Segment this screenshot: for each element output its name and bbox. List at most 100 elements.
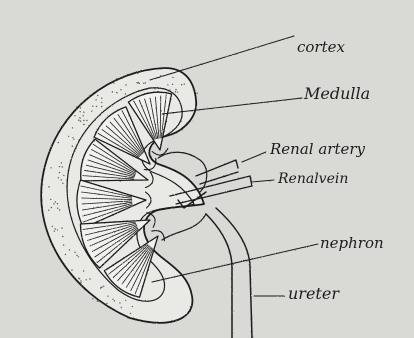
cortex-dot bbox=[51, 207, 52, 208]
cortex-dot bbox=[62, 166, 63, 167]
cortex-dot bbox=[83, 115, 84, 116]
cortex-dot bbox=[112, 299, 113, 300]
cortex-dot bbox=[62, 183, 63, 184]
cortex-dot bbox=[65, 254, 66, 255]
nephron-pointer bbox=[152, 244, 318, 282]
cortex-dot bbox=[57, 229, 58, 230]
cortex-dot bbox=[132, 306, 133, 307]
cortex-dot bbox=[62, 236, 63, 237]
cortex-dot bbox=[57, 203, 58, 204]
cortex-dot bbox=[113, 82, 114, 83]
cortex-dot bbox=[59, 166, 60, 167]
cortex-dot bbox=[139, 83, 140, 84]
cortex-dot bbox=[59, 172, 60, 173]
cortex-dot bbox=[83, 112, 84, 113]
cortex-dot bbox=[101, 102, 102, 103]
cortex-dot bbox=[112, 91, 113, 92]
cortex-dot bbox=[55, 201, 56, 202]
cortex-dot bbox=[172, 77, 173, 78]
cortex-dot bbox=[80, 282, 81, 283]
label-ureter: ureter bbox=[288, 286, 339, 302]
renal-artery-pointer bbox=[242, 152, 266, 162]
cortex-dot bbox=[51, 167, 52, 168]
cortex-dot bbox=[107, 296, 108, 297]
cortex-dot bbox=[91, 111, 92, 112]
cortex-dot bbox=[81, 285, 82, 286]
cortex-dot bbox=[130, 313, 131, 314]
cortex-dot bbox=[92, 106, 93, 107]
cortex-dot bbox=[145, 82, 146, 83]
cortex-dot bbox=[121, 307, 122, 308]
cortex-dot bbox=[114, 300, 115, 301]
cortex-dot bbox=[83, 120, 84, 121]
cortex-dot bbox=[193, 89, 194, 90]
cortex-dot bbox=[83, 124, 84, 125]
cortex-dot bbox=[175, 89, 176, 90]
cortex-dot bbox=[138, 82, 139, 83]
cortex-dot bbox=[63, 175, 64, 176]
cortex-dot bbox=[48, 210, 49, 211]
cortex-dot bbox=[181, 84, 182, 85]
cortex-dot bbox=[80, 111, 81, 112]
cortex-dot bbox=[86, 279, 87, 280]
cortex-dot bbox=[79, 278, 80, 279]
label-renal-vein: Renalvein bbox=[278, 172, 348, 186]
cortex-dot bbox=[76, 255, 77, 256]
cortex-dot bbox=[80, 280, 81, 281]
cortex-dot bbox=[168, 91, 169, 92]
cortex-dot bbox=[73, 139, 74, 140]
cortex-dot bbox=[172, 84, 173, 85]
cortex-dot bbox=[116, 78, 117, 79]
cortex-dot bbox=[74, 115, 75, 116]
cortex-dot bbox=[80, 107, 81, 108]
cortex-dot bbox=[63, 244, 64, 245]
cortex-dot bbox=[80, 120, 81, 121]
cortex-dot bbox=[72, 137, 73, 138]
cortex-dot bbox=[64, 264, 65, 265]
cortex-dot bbox=[57, 208, 58, 209]
label-medulla: Medulla bbox=[304, 86, 370, 102]
cortex-dot bbox=[74, 252, 75, 253]
cortex-dot bbox=[101, 106, 102, 107]
cortex-dot bbox=[100, 287, 101, 288]
cortex-dot bbox=[137, 73, 138, 74]
cortex-dot bbox=[169, 89, 170, 90]
cortex-dot bbox=[167, 84, 168, 85]
cortex-dot bbox=[68, 136, 69, 137]
cortex-dot bbox=[175, 91, 176, 92]
cortex-dot bbox=[101, 98, 102, 99]
label-cortex: cortex bbox=[297, 40, 345, 55]
cortex-dot bbox=[116, 92, 117, 93]
cortex-dot bbox=[184, 83, 185, 84]
cortex-dot bbox=[119, 302, 120, 303]
cortex-dot bbox=[102, 286, 103, 287]
cortex-dot bbox=[58, 142, 59, 143]
cortex-dot bbox=[61, 227, 62, 228]
cortex-dot bbox=[72, 127, 73, 128]
cortex-dot bbox=[120, 89, 121, 90]
cortex-dot bbox=[89, 278, 90, 279]
cortex-dot bbox=[125, 84, 126, 85]
cortex-dot bbox=[97, 95, 98, 96]
cortex-dot bbox=[71, 269, 72, 270]
label-nephron: nephron bbox=[320, 236, 384, 251]
cortex-dot bbox=[125, 300, 126, 301]
cortex-dot bbox=[55, 228, 56, 229]
cortex-dot bbox=[54, 231, 55, 232]
cortex-dot bbox=[50, 199, 51, 200]
cortex-dot bbox=[125, 93, 126, 94]
cortex-dot bbox=[79, 117, 80, 118]
cortex-dot bbox=[72, 146, 73, 147]
cortex-dot bbox=[58, 177, 59, 178]
cortex-dot bbox=[86, 120, 87, 121]
cortex-dot bbox=[143, 83, 144, 84]
cortex-dot bbox=[48, 186, 49, 187]
cortex-dot bbox=[196, 93, 197, 94]
cortex-dot bbox=[82, 101, 83, 102]
cortex-pointer bbox=[150, 36, 294, 80]
cortex-dot bbox=[95, 99, 96, 100]
cortex-dot bbox=[83, 270, 84, 271]
cortex-dot bbox=[69, 249, 70, 250]
